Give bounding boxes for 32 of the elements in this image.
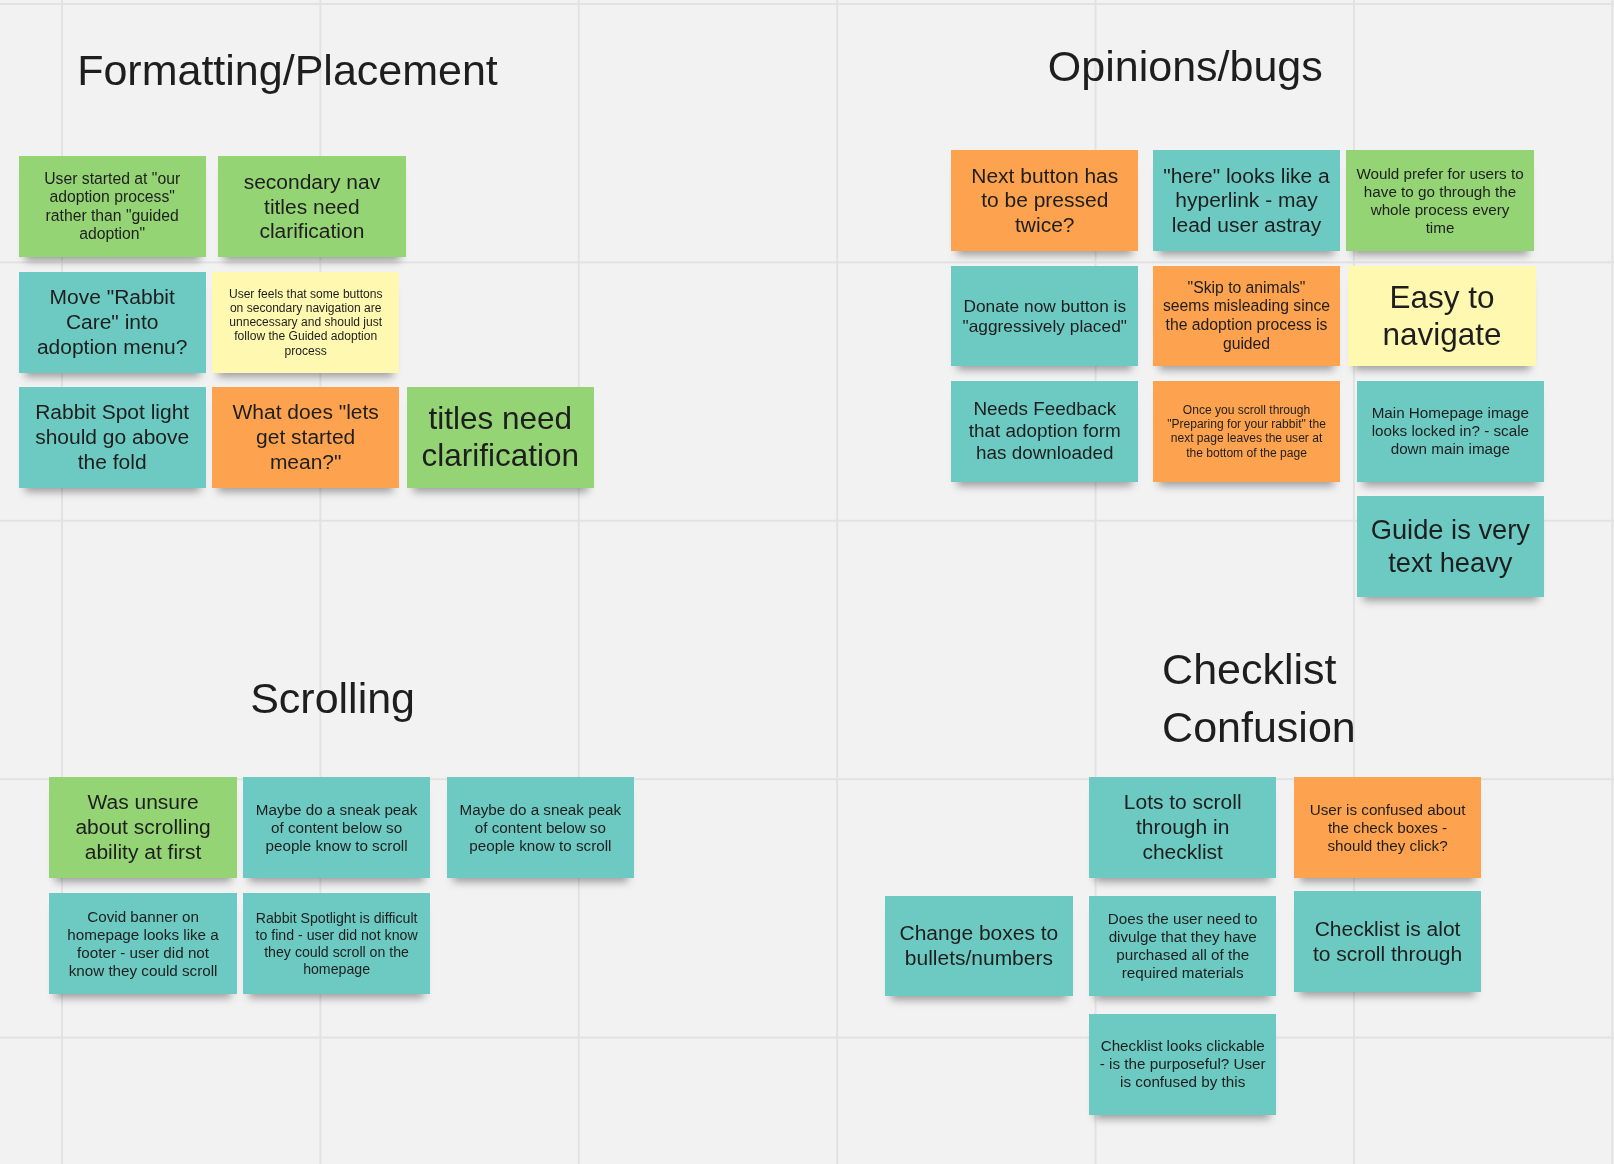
group-heading: Formatting/Placement (77, 45, 498, 97)
sticky-note: Change boxes to bullets/numbers (885, 895, 1073, 997)
sticky-note: secondary nav titles need clarification (218, 156, 406, 258)
sticky-note: "Skip to animals" seems misleading since the adoption process is guided (1152, 265, 1341, 367)
sticky-note: User is confused about the check boxes - should they click? (1293, 777, 1482, 878)
sticky-note: Lots to scroll through in checklist (1089, 777, 1277, 878)
sticky-note: User feels that some buttons on secondary navigation are unnecessary and should just follow the Guided adoption process (212, 271, 400, 373)
sticky-note: titles need clarification (406, 387, 594, 488)
sticky-note: "here" looks like a hyperlink - may lead user astray (1152, 150, 1341, 252)
group-heading: Checklist Confusion (1162, 644, 1357, 754)
sticky-note: Move "Rabbit Care" into adoption menu? (18, 271, 206, 373)
group-heading: Scrolling (250, 673, 416, 725)
sticky-note: Maybe do a sneak peak of content below so people know to scroll (242, 777, 431, 878)
sticky-note: Main Homepage image looks locked in? - scale down main image (1356, 380, 1544, 482)
sticky-note: What does "lets get started mean?" (212, 387, 400, 488)
sticky-note: Easy to navigate (1348, 265, 1536, 367)
sticky-note: User started at "our adoption process" rather than "guided adoption" (18, 156, 206, 258)
sticky-note: Next button has to be pressed twice? (951, 150, 1139, 252)
group-heading: Opinions/bugs (1047, 41, 1323, 93)
sticky-note: Rabbit Spotlight is difficult to find - user did not know they could scroll on the homepage (242, 893, 431, 995)
sticky-note: Once you scroll through "Preparing for your rabbit" the next page leaves the user at the bottom of the page (1152, 380, 1341, 482)
sticky-note: Does the user need to divulge that they have purchased all of the required materials (1089, 895, 1277, 997)
sticky-note: Checklist is alot to scroll through (1293, 891, 1482, 993)
sticky-note: Covid banner on homepage looks like a footer - user did not know they could scroll (49, 893, 237, 995)
sticky-note: Was unsure about scrolling ability at first (49, 777, 237, 878)
sticky-note: Rabbit Spot light should go above the fold (18, 387, 206, 488)
sticky-note: Maybe do a sneak peak of content below so people know to scroll (446, 777, 635, 878)
sticky-note: Donate now button is "aggressively placed" (951, 265, 1139, 367)
sticky-note: Needs Feedback that adoption form has downloaded (951, 380, 1139, 482)
sticky-note: Checklist looks clickable - is the purposeful? User is confused by this (1089, 1013, 1277, 1115)
sticky-note: Would prefer for users to have to go through the whole process every time (1346, 150, 1534, 252)
sticky-note: Guide is very text heavy (1356, 496, 1544, 597)
